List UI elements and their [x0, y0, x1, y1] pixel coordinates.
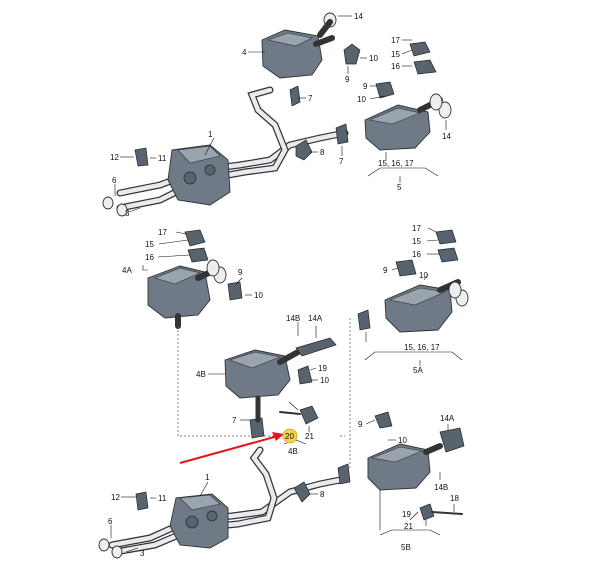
label-15-top: 15	[391, 50, 400, 59]
highlight-callout-20	[282, 428, 298, 444]
label-10-4a: 10	[254, 291, 263, 300]
label-7-top: 7	[308, 94, 313, 103]
label-9-4a: 9	[238, 268, 243, 277]
label-17-top: 17	[391, 36, 400, 45]
label-5a: 5A	[413, 366, 423, 375]
silencer-5-top	[335, 41, 452, 151]
label-14b: 14B	[286, 314, 300, 323]
label-17-5a: 17	[412, 224, 421, 233]
label-9-5a: 9	[383, 266, 388, 275]
label-11-top: 11	[158, 154, 167, 163]
part-labels: 1 4 14 10 9 7 17 15 16 9 10 14 8 7 12 11…	[108, 12, 459, 558]
clamp-8-top	[295, 139, 313, 161]
label-6-bottom: 6	[108, 517, 113, 526]
label-9-right-top: 9	[363, 82, 368, 91]
label-10-top: 10	[369, 54, 378, 63]
label-14b-5b: 14B	[434, 483, 448, 492]
label-16-4a: 16	[145, 253, 154, 262]
label-4b: 4B	[196, 370, 206, 379]
label-11-bottom: 11	[158, 494, 167, 503]
silencer-5a	[357, 229, 469, 333]
leads-top	[114, 15, 447, 213]
front-pipe-assembly-top	[116, 86, 349, 212]
silencer-4b	[224, 337, 337, 439]
label-10-4b: 10	[320, 376, 329, 385]
label-10-5b: 10	[398, 436, 407, 445]
label-19-5b: 19	[402, 510, 411, 519]
label-6-top: 6	[112, 176, 117, 185]
tips-6-top	[102, 196, 128, 217]
label-12-top: 12	[110, 153, 119, 162]
label-15-5a: 15	[412, 237, 421, 246]
label-group-15-16-17-5a: 15, 16, 17	[404, 343, 440, 352]
label-5b: 5B	[401, 543, 411, 552]
label-group-15-16-17-top: 15, 16, 17	[378, 159, 414, 168]
label-8-top: 8	[320, 148, 325, 157]
label-19: 19	[318, 364, 327, 373]
leads-middle	[142, 227, 463, 366]
label-4b-bottom: 4B	[288, 447, 298, 456]
silencer-4a	[147, 229, 243, 329]
label-4: 4	[242, 48, 247, 57]
label-14-top: 14	[354, 12, 363, 21]
bracket-12-top	[134, 147, 149, 167]
label-21-5b: 21	[404, 522, 413, 531]
label-16-top: 16	[391, 62, 400, 71]
label-15-4a: 15	[145, 240, 154, 249]
front-pipe-assembly-bottom	[98, 446, 344, 559]
label-20: 20	[285, 432, 294, 441]
label-1-top: 1	[208, 130, 213, 139]
label-8-bottom: 8	[320, 490, 325, 499]
label-10-right-top: 10	[357, 95, 366, 104]
label-16-5a: 16	[412, 250, 421, 259]
label-10-5a: 10	[419, 271, 428, 280]
label-3-top: 3	[125, 209, 130, 218]
label-7-4b: 7	[232, 416, 237, 425]
label-3-bottom: 3	[140, 549, 145, 558]
label-12-bottom: 12	[111, 493, 120, 502]
silencer-5b	[337, 411, 465, 521]
label-17-4a: 17	[158, 228, 167, 237]
silencer-4-top	[261, 12, 361, 107]
label-21-4b: 21	[305, 432, 314, 441]
label-5: 5	[397, 183, 402, 192]
label-1-bottom: 1	[205, 473, 210, 482]
leads-bottom	[110, 419, 455, 553]
label-4a: 4A	[122, 266, 132, 275]
red-arrow	[179, 432, 284, 464]
label-14-right-top: 14	[442, 132, 451, 141]
label-14a: 14A	[308, 314, 323, 323]
label-9-5b: 9	[358, 420, 363, 429]
label-7-mid-top: 7	[339, 157, 344, 166]
label-14a-5b: 14A	[440, 414, 455, 423]
label-9-top: 9	[345, 75, 350, 84]
label-18: 18	[450, 494, 459, 503]
